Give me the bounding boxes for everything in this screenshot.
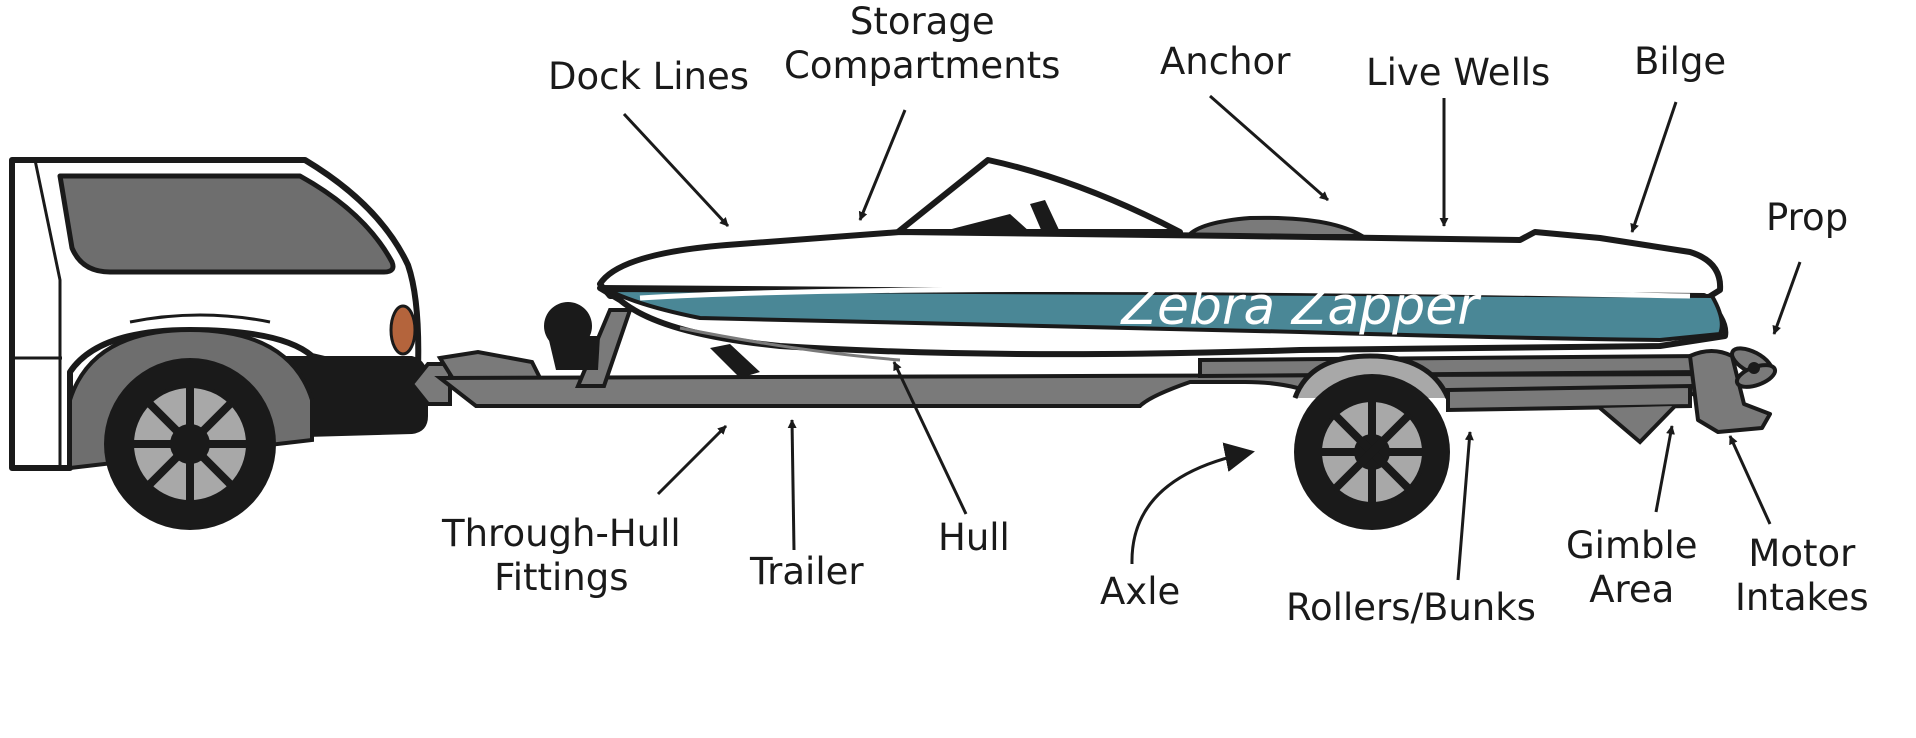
label-prop: Prop xyxy=(1766,196,1849,239)
boat-motor xyxy=(1688,349,1772,434)
boat-windshield xyxy=(895,157,1183,235)
arrow-anchor xyxy=(1209,94,1329,202)
arrow-rollers xyxy=(1456,431,1474,581)
label-through-hull-fittings: Through-Hull Fittings xyxy=(442,512,681,599)
arrow-trailer xyxy=(787,419,797,551)
label-gimble-area: Gimble Area xyxy=(1566,524,1698,611)
arrow-storage xyxy=(858,109,907,221)
boat-prop xyxy=(1730,346,1778,389)
arrow-bilge xyxy=(1630,101,1678,233)
label-anchor: Anchor xyxy=(1160,40,1291,83)
trailer-rollers xyxy=(1446,383,1692,413)
vehicle-rear-window xyxy=(57,173,396,275)
arrow-prop xyxy=(1772,261,1802,335)
label-trailer: Trailer xyxy=(750,550,864,593)
arrow-axle xyxy=(1130,442,1255,565)
arrow-dock-lines xyxy=(622,112,730,228)
trailer-wheel xyxy=(1294,374,1450,530)
vehicle-wheel xyxy=(104,358,276,530)
trailer-bunk-front xyxy=(710,344,760,378)
boat-hull-stripe xyxy=(606,288,1724,342)
label-hull: Hull xyxy=(938,516,1010,559)
boat-keel-line xyxy=(679,326,901,362)
trailer xyxy=(409,302,1722,530)
label-live-wells: Live Wells xyxy=(1366,51,1551,94)
arrow-gimble xyxy=(1654,425,1675,513)
vehicle-taillight xyxy=(389,304,417,356)
label-dock-lines: Dock Lines xyxy=(548,55,750,98)
callout-arrows xyxy=(622,94,1802,581)
label-bilge: Bilge xyxy=(1634,40,1727,83)
label-motor-intakes: Motor Intakes xyxy=(1735,532,1869,619)
label-rollers-bunks: Rollers/Bunks xyxy=(1286,586,1536,629)
vehicle-door-line xyxy=(33,159,62,468)
boat xyxy=(597,157,1778,434)
arrow-through-hull xyxy=(656,424,728,496)
boat-deck xyxy=(597,229,1724,303)
label-storage-compartments: Storage Compartments xyxy=(784,0,1061,87)
trailer-bunk-rail xyxy=(1198,353,1707,379)
boat-seat xyxy=(1183,215,1369,238)
label-axle: Axle xyxy=(1100,570,1181,613)
arrow-motor xyxy=(1728,435,1772,525)
boat-name: Zebra Zapper xyxy=(1119,277,1482,337)
arrow-hull xyxy=(892,361,968,515)
tow-vehicle xyxy=(9,157,428,530)
